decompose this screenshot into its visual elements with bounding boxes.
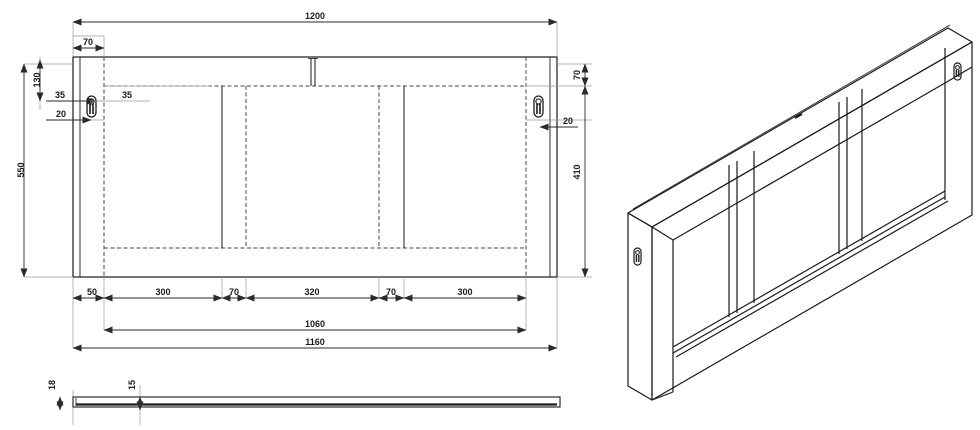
dim-label-1160: 1160 xyxy=(305,337,325,347)
dim-1200: 1200 xyxy=(72,11,558,26)
dim-label-15: 15 xyxy=(127,380,137,390)
iso-top-thin-band xyxy=(632,24,951,210)
front-view-geometry xyxy=(72,56,558,278)
dim-15: 15 xyxy=(127,380,144,411)
iso-left-stile-side xyxy=(627,212,653,401)
dim-label-130: 130 xyxy=(32,72,42,87)
keyhole-slot-left xyxy=(86,95,97,118)
iso-keyhole-right xyxy=(953,62,962,81)
iso-keyhole-left xyxy=(633,247,642,266)
dim-18: 18 xyxy=(47,380,64,411)
panel-outer-outline xyxy=(72,56,558,278)
dim-label-1200: 1200 xyxy=(305,11,325,21)
dim-70-top-left: 70 xyxy=(72,37,105,52)
dim-label-300-a: 300 xyxy=(155,287,170,297)
dim-410: 410 xyxy=(572,85,589,278)
keyhole-slot-right xyxy=(533,95,544,118)
iso-panel-recess-bottom xyxy=(672,190,946,348)
dim-130: 130 xyxy=(32,59,44,102)
iso-bottom-rail-upper-2 xyxy=(675,200,949,358)
dim-label-320: 320 xyxy=(304,287,319,297)
section-view-geometry xyxy=(72,396,561,408)
dim-70-right: 70 xyxy=(572,63,589,87)
section-plate-outline xyxy=(72,396,561,408)
iso-bottom-rail-upper xyxy=(672,196,946,354)
dim-20-right: 20 xyxy=(539,116,578,131)
dim-label-18: 18 xyxy=(47,380,57,390)
dim-label-20-right: 20 xyxy=(563,116,573,126)
dim-label-550: 550 xyxy=(16,162,26,177)
dim-label-50: 50 xyxy=(87,287,97,297)
dim-1060: 1060 xyxy=(103,319,527,334)
dim-label-70-b: 70 xyxy=(386,287,396,297)
dim-1160: 1160 xyxy=(72,337,558,352)
dim-35-left: 35 xyxy=(46,90,97,105)
iso-top-center-joint xyxy=(794,113,803,119)
iso-left-stile-top-connector xyxy=(651,226,674,241)
iso-front-face xyxy=(651,41,973,401)
extension-lines xyxy=(24,22,592,425)
dim-35-right-of-keyhole: 35 xyxy=(90,90,150,102)
dim-label-300-b: 300 xyxy=(457,287,472,297)
dim-550: 550 xyxy=(16,63,28,278)
dim-chain-bottom: 50 300 70 320 70 300 xyxy=(72,287,527,302)
dim-label-410: 410 xyxy=(572,164,582,179)
dim-label-1060: 1060 xyxy=(305,319,325,329)
dim-label-35-right: 35 xyxy=(122,90,132,100)
iso-top-edge-face xyxy=(627,27,973,228)
top-center-joint-detail xyxy=(308,58,318,86)
iso-left-stile-bottom-connector xyxy=(651,391,674,401)
panel-body-outline xyxy=(79,56,551,278)
dim-label-70-top-left: 70 xyxy=(83,37,93,47)
dim-label-70-a: 70 xyxy=(229,287,239,297)
dim-label-20-left: 20 xyxy=(56,109,66,119)
iso-top-rail-lower xyxy=(672,82,946,241)
dim-label-70-right: 70 xyxy=(572,70,582,80)
isometric-view xyxy=(627,24,973,401)
dim-label-35-left: 35 xyxy=(55,90,65,100)
dim-20-left: 20 xyxy=(46,109,92,124)
